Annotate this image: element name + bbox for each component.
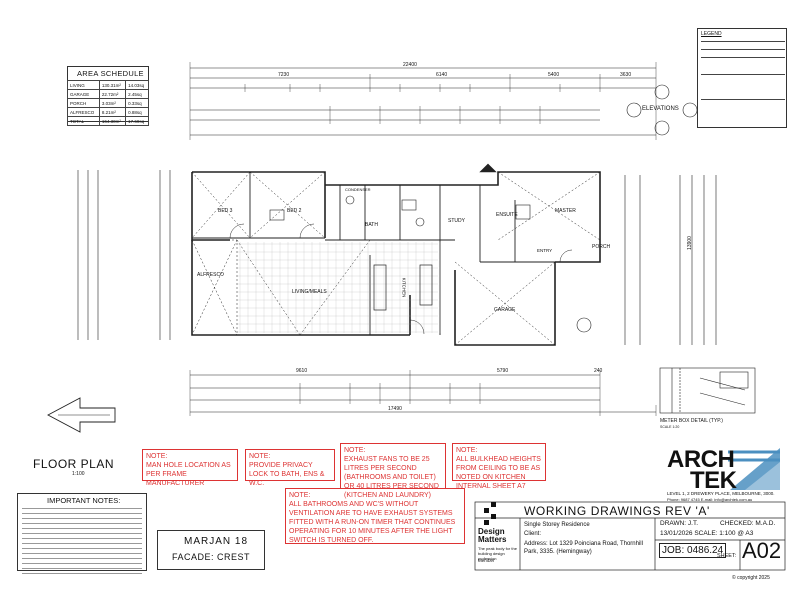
design-matters-name: Design Matters [478, 527, 507, 544]
legend-panel: LEGEND [697, 28, 787, 128]
note-ventilation: NOTE: ALL BATHROOMS AND WC'S WITHOUT VEN… [285, 488, 465, 544]
north-arrow [47, 397, 116, 433]
room-label-master: MASTER [555, 208, 576, 214]
dim-top-seg-3: 5400 [548, 72, 560, 78]
title-block-heading: WORKING DRAWINGS REV 'A' [524, 504, 710, 518]
note-bulkhead: NOTE: ALL BULKHEAD HEIGHTS FROM CEILING … [452, 443, 546, 490]
archtek-contact: Phone: 9687 4745 E-mail: info@archtek.co… [667, 497, 753, 502]
title-block-project: Single Storey Residence [524, 522, 590, 528]
design-name-panel: MARJAN 18 FACADE: CREST [157, 530, 265, 570]
important-notes-panel: IMPORTANT NOTES: [17, 493, 147, 574]
title-block-checked: CHECKED: M.A.D. [720, 520, 776, 527]
room-label-bed3: BED 3 [218, 208, 233, 214]
room-label-living: LIVING/MEALS [292, 289, 327, 295]
archtek-logo-line2: TEK [690, 467, 737, 494]
title-block-drawn: DRAWN: J.T. [660, 520, 699, 527]
floor-plan-scale: 1:100 [72, 471, 85, 477]
dim-top-seg-1: 7230 [278, 72, 290, 78]
dim-bottom-seg-3: 240 [594, 368, 603, 374]
archtek-address: LEVEL 1, 2 DREWERY PLACE, MELBOURNE, 300… [667, 491, 775, 496]
room-label-kitchen: KITCHEN [401, 277, 407, 298]
title-block-address: Address: Lot 1329 Poinciana Road, Thornh… [524, 541, 643, 555]
room-label-study: STUDY [448, 218, 465, 224]
title-block-job: JOB: 0486.24 [659, 543, 727, 558]
elevations-label: ELEVATIONS [642, 106, 679, 112]
dim-top-seg-2: 6140 [436, 72, 448, 78]
design-facade: FACADE: CREST [172, 552, 251, 562]
legend-title: LEGEND [701, 31, 722, 37]
design-matters-member: Member [478, 558, 495, 563]
dim-overall-top: 22400 [403, 62, 417, 68]
room-label-entry: ENTRY [537, 248, 553, 253]
meter-box-scale: SCALE 1:20 [660, 425, 680, 429]
room-label-bed2: BED 2 [287, 208, 302, 214]
dim-overall-bottom: 17490 [388, 406, 402, 412]
important-notes-title: IMPORTANT NOTES: [47, 496, 121, 505]
archtek-logo-line1: ARCH [667, 446, 735, 473]
dim-bottom-seg-2: 5790 [497, 368, 509, 374]
area-schedule-cell-area: 164.30m² [98, 116, 127, 126]
room-label-garage: GARAGE [494, 307, 516, 313]
room-label-alfresco: ALFRESCO [197, 272, 224, 278]
copyright: © copyright 2025 [732, 575, 770, 581]
dim-bottom-seg-1: 9610 [296, 368, 308, 374]
dim-top-seg-4: 3630 [620, 72, 632, 78]
design-name: MARJAN 18 [184, 536, 249, 547]
note-privacy-lock: NOTE: PROVIDE PRIVACY LOCK TO BATH, ENS … [245, 449, 335, 487]
design-matters-sub: The peak body for the building design pr… [478, 546, 517, 561]
note-man-hole: NOTE: MAN HOLE LOCATION AS PER FRAME MAN… [142, 449, 238, 487]
title-block-sheet-label: SHEET: [717, 553, 737, 559]
note-exhaust-fans: NOTE: EXHAUST FANS TO BE 25 LITRES PER S… [340, 443, 446, 499]
room-label-condenser: CONDENSER [345, 187, 371, 192]
room-label-ensuite: ENSUITE [496, 212, 518, 218]
title-block-client: Client: [524, 531, 542, 537]
area-schedule-cell-sq: 17.69sq [125, 116, 149, 126]
title-block-sheet: A02 [742, 538, 782, 563]
title-block-date-scale: 13/01/2026 SCALE: 1:100 @ A3 [660, 530, 754, 537]
area-schedule-title: AREA SCHEDULE [77, 69, 144, 78]
room-label-porch: PORCH [592, 244, 611, 250]
floor-plan-title: FLOOR PLAN [33, 457, 115, 471]
room-label-bath: BATH [365, 222, 378, 228]
meter-box-label: METER BOX DETAIL (TYP.) [660, 418, 723, 424]
dim-right-top: 13900 [686, 236, 693, 250]
